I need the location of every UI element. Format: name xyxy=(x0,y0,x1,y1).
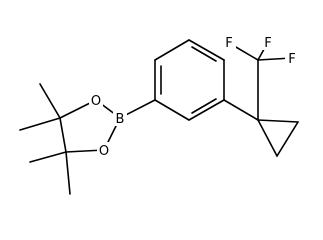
cyclopropane-bond-3 xyxy=(257,119,278,157)
methyl-bond-2 xyxy=(19,117,61,131)
bond-c-c-pinacol xyxy=(59,117,67,153)
ring-double-bond-3 xyxy=(191,98,217,114)
boron-label: B xyxy=(116,112,125,127)
atom-oxygen-upper: O xyxy=(89,92,103,109)
ring-bond-5 xyxy=(188,99,225,121)
atom-fluorine-bottom: F xyxy=(261,34,275,51)
oxygen-upper-label: O xyxy=(91,94,101,109)
atom-boron: B xyxy=(113,110,127,127)
cyclopropane-bond-1 xyxy=(257,119,299,123)
ring-bond-3 xyxy=(188,39,225,61)
methyl-bond-4 xyxy=(65,151,71,195)
ring-bond-2 xyxy=(154,39,190,61)
ring-double-bond-2 xyxy=(191,46,217,62)
ring-bond-6 xyxy=(154,99,190,121)
chemical-structure-diagram: B O O F F F xyxy=(19,34,299,195)
bond-aryl-cyclopropyl xyxy=(223,99,259,121)
cyclopropane-bond-2 xyxy=(276,121,299,157)
atom-fluorine-left: F xyxy=(222,34,236,51)
fluorine-left-label: F xyxy=(225,36,232,51)
fluorine-bottom-label: F xyxy=(264,36,271,51)
atom-fluorine-right: F xyxy=(285,50,299,67)
atom-oxygen-lower: O xyxy=(97,142,111,159)
fluorine-right-label: F xyxy=(288,52,295,67)
methyl-bond-3 xyxy=(29,151,67,163)
oxygen-lower-label: O xyxy=(99,144,109,159)
methyl-bond-1 xyxy=(39,83,61,119)
